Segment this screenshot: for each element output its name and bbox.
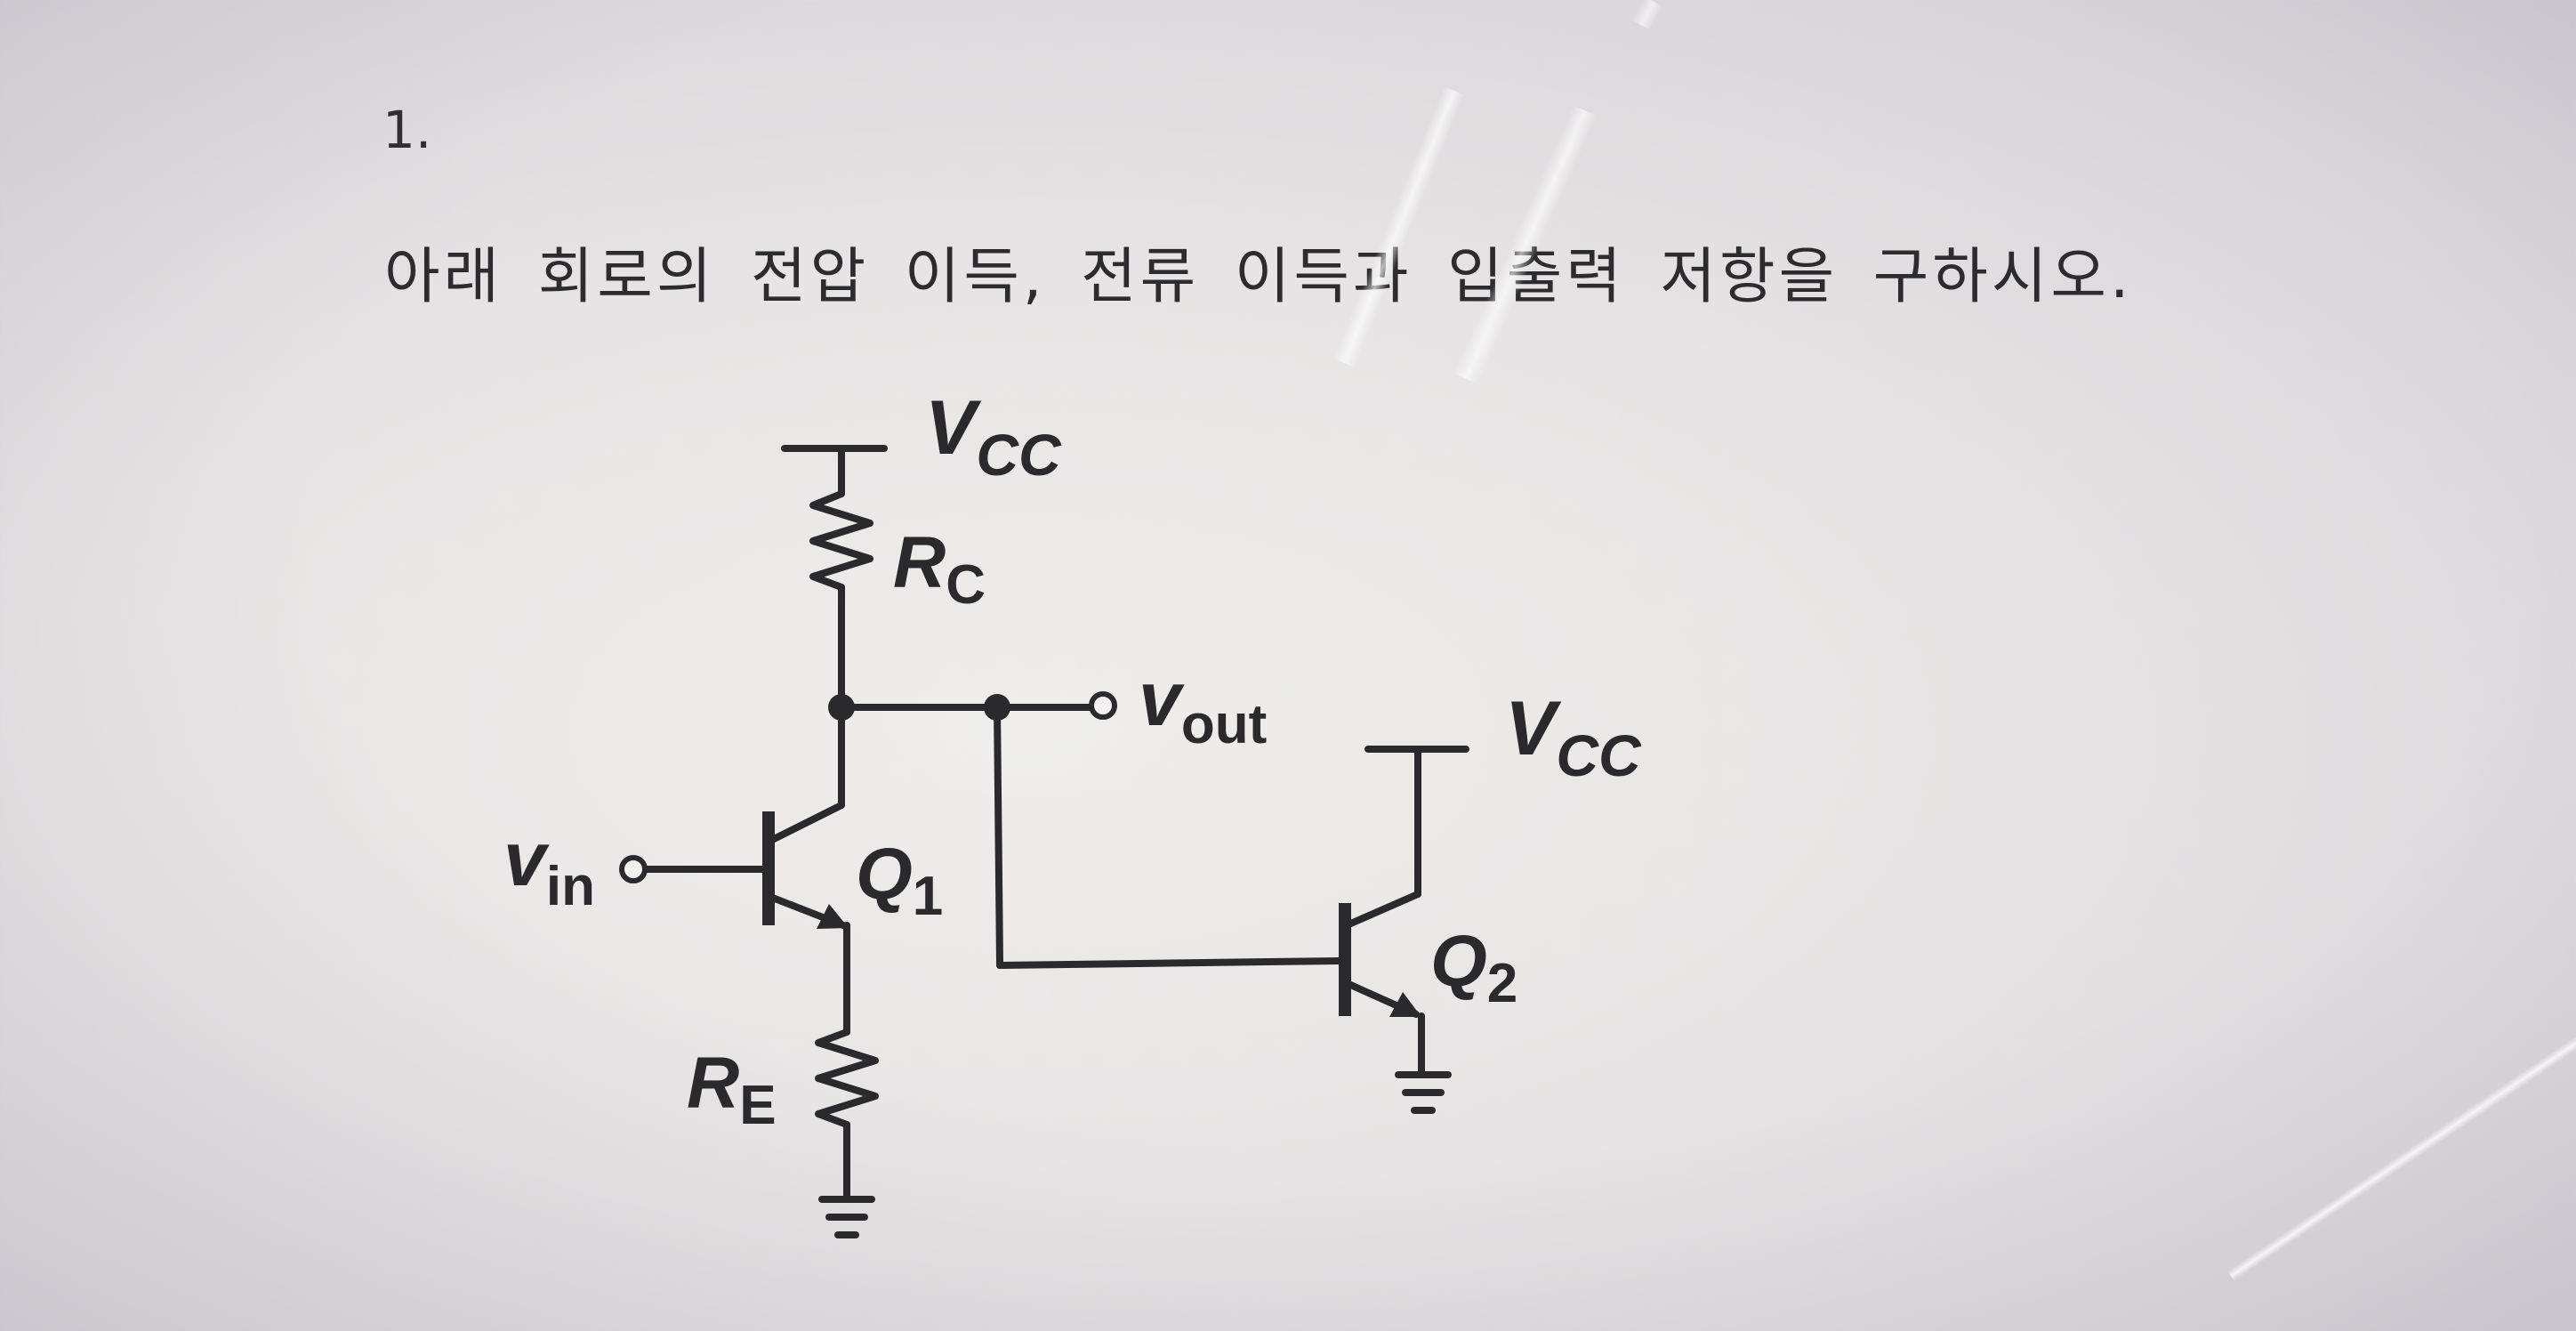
vcc-label-q1: VCC [925, 385, 1062, 488]
problem-text: 아래 회로의 전압 이득, 전류 이득과 입출력 저항을 구하시오. [384, 242, 2133, 312]
resistor-re [815, 1028, 879, 1128]
q1-collector [767, 802, 845, 844]
problem-number: 1. [382, 100, 432, 160]
rc-label: RC [893, 522, 986, 616]
vcc-label-q2: VCC [1505, 686, 1642, 788]
vout-label: vout [1139, 657, 1267, 755]
q1-label: Q1 [856, 834, 943, 927]
wire-q2-base [996, 957, 1343, 969]
resistor-rc [809, 490, 873, 591]
vin-terminal [619, 855, 648, 883]
junction-dot-rc [828, 694, 855, 721]
wire-node-down [994, 704, 1003, 969]
junction-dot-output [984, 694, 1010, 721]
q1-emitter-arrow [817, 904, 849, 929]
re-label: RE [687, 1043, 777, 1136]
q2-collector [1343, 891, 1421, 929]
q2-emitter-arrow [1389, 992, 1421, 1017]
vout-terminal [1089, 691, 1117, 720]
q2-label: Q2 [1430, 921, 1517, 1014]
vin-label: vin [503, 817, 595, 917]
